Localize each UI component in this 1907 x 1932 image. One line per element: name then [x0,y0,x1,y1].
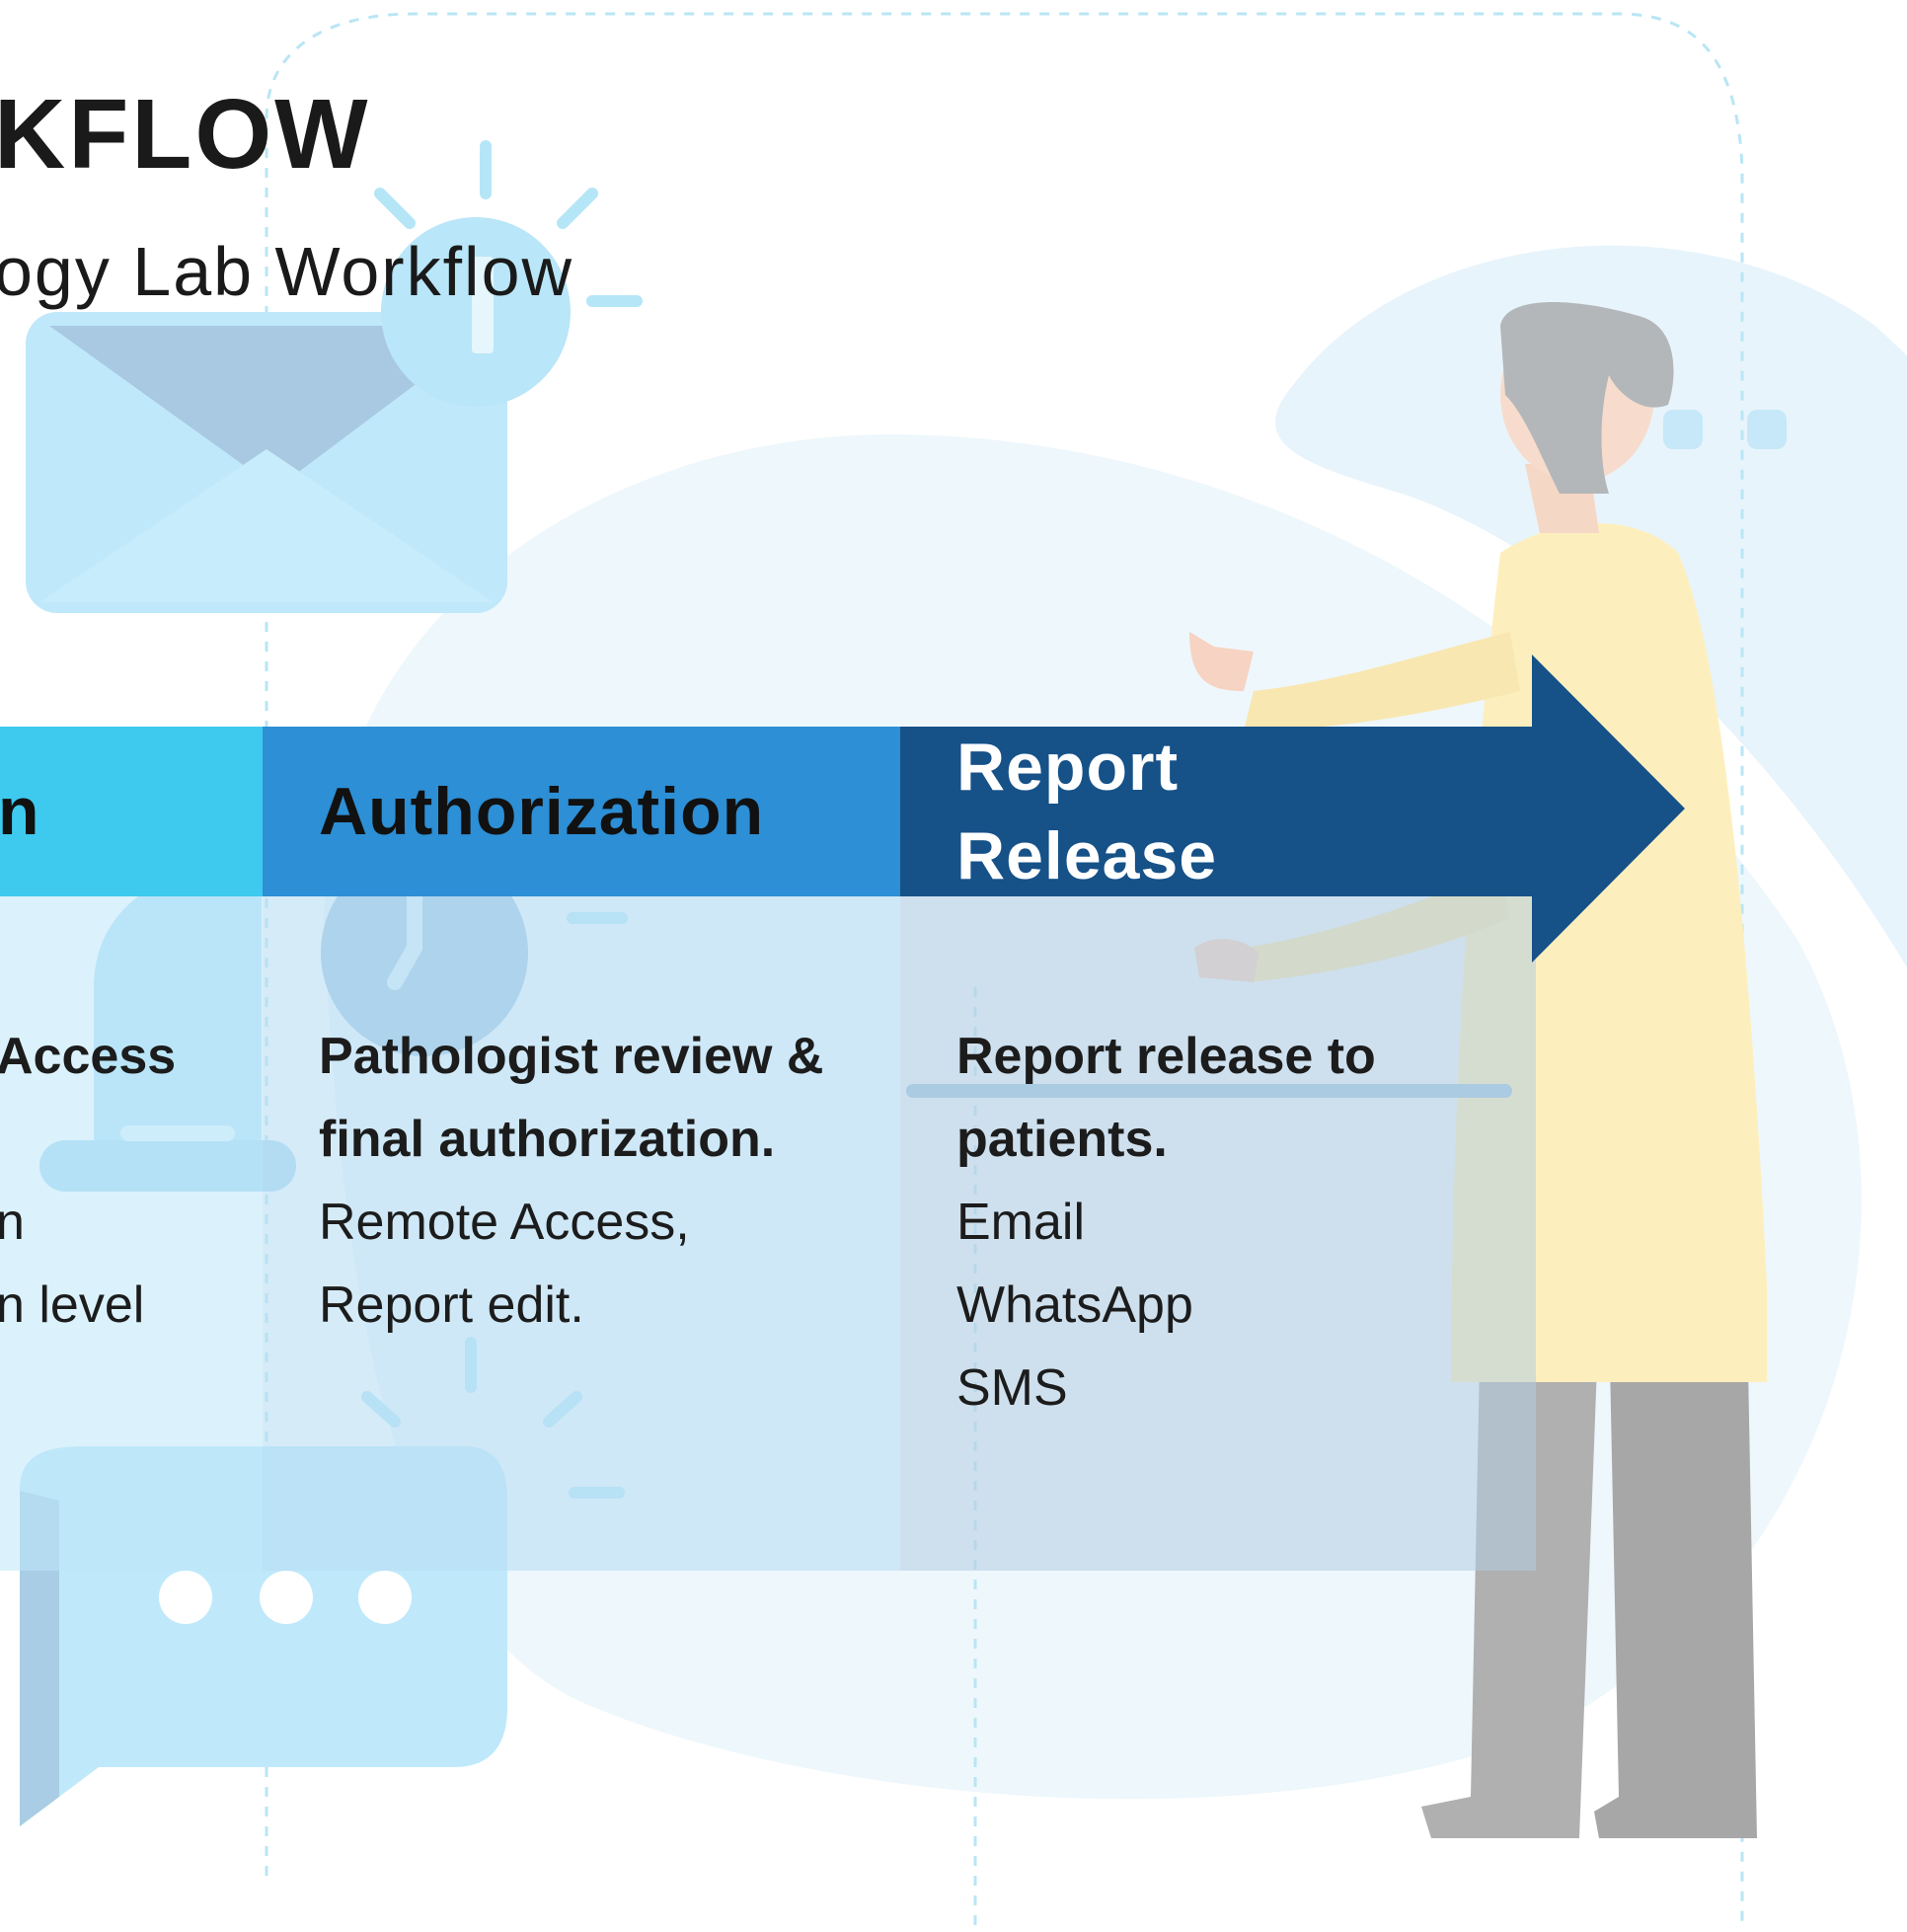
step2-line-1: Remote Access, [319,1194,690,1251]
step2-heading: Authorization [319,774,765,849]
step3-bold-line-2: patients. [956,1111,1168,1168]
step2-bold-line-2: final authorization. [319,1111,776,1168]
step1-header: n [0,727,263,896]
step2-line-2: Report edit. [319,1276,584,1334]
step3-heading-line-1: Report [956,730,1180,805]
step2-description: Pathologist review & final authorization… [319,1015,823,1347]
step3-line-3: SMS [956,1359,1068,1417]
step1-body-panel [0,894,263,1571]
step2-body-panel [263,894,900,1571]
step3-heading: Report Release [956,723,1217,900]
step1-bold-line-1: Access [0,1028,177,1085]
notification-badge-icon [374,140,643,407]
step1-description: Access n n level [0,1015,176,1347]
step2-header: Authorization [263,727,900,896]
step1-line-2: n level [0,1276,145,1334]
step3-body-panel [900,894,1536,1571]
step3-line-2: WhatsApp [956,1276,1193,1334]
step2-bold-line-1: Pathologist review & [319,1028,824,1085]
arrow-head [1532,655,1685,963]
step1-heading: n [0,774,40,849]
page-title: KFLOW [0,79,371,190]
step3-description: Report release to patients. Email WhatsA… [956,1015,1376,1430]
page-subtitle: ogy Lab Workflow [0,233,574,310]
step3-heading-line-2: Release [956,818,1218,893]
step3-header: Report Release [900,727,1536,896]
step3-line-1: Email [956,1194,1086,1251]
envelope-icon [26,312,507,613]
step3-bold-line-1: Report release to [956,1028,1376,1085]
step1-line-1: n [0,1194,25,1251]
